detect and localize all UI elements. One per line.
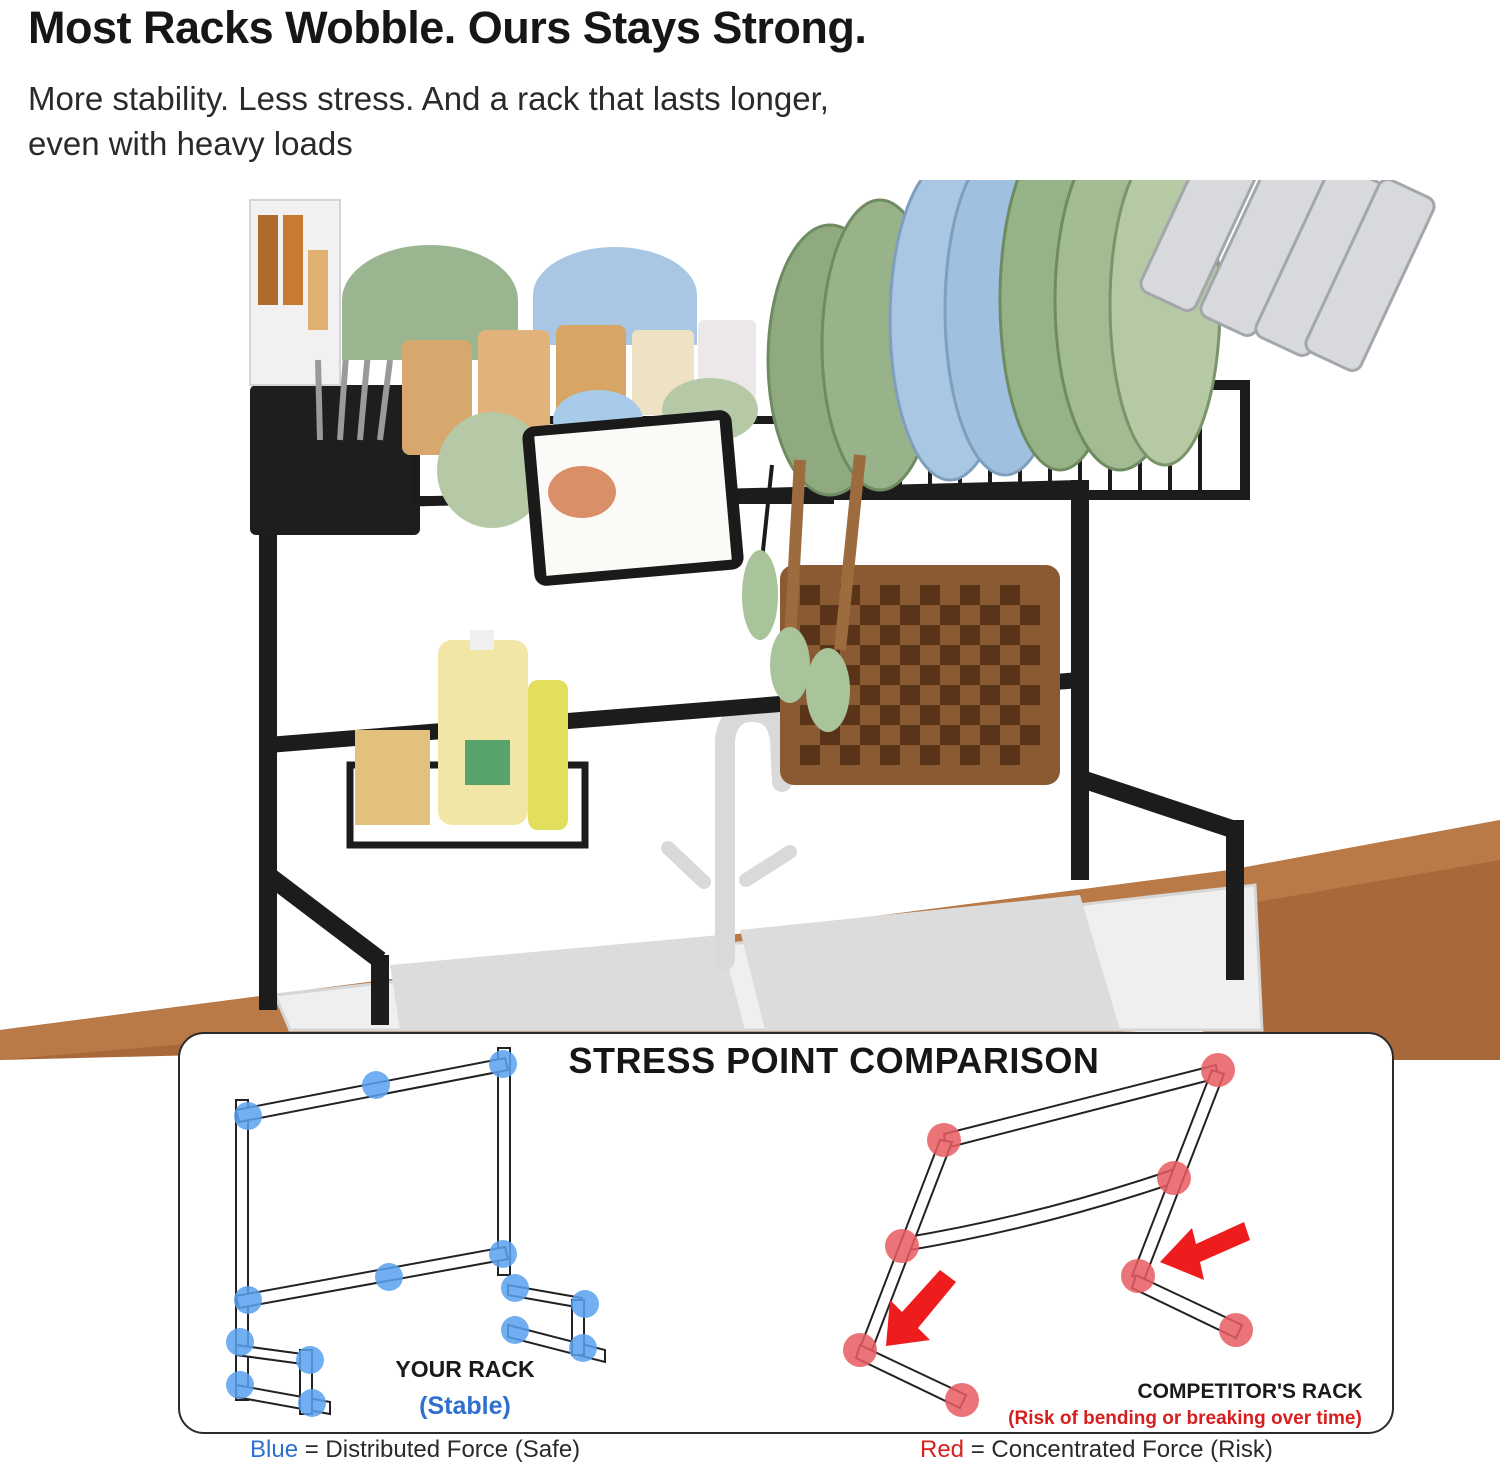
legend-red: Red = Concentrated Force (Risk)	[920, 1436, 1273, 1464]
spray-bottle	[528, 680, 568, 830]
headline: Most Racks Wobble. Ours Stays Strong.	[28, 2, 867, 53]
subheadline: More stability. Less stress. And a rack …	[28, 80, 829, 162]
stress-diagram	[226, 1047, 1253, 1417]
legend-blue-key: Blue	[250, 1436, 299, 1463]
soap-bottle	[438, 640, 528, 825]
legend-red-key: Red	[920, 1436, 965, 1463]
utensil-hangers	[742, 454, 866, 732]
product-photo	[0, 180, 1500, 1060]
legend-red-text: = Concentrated Force (Risk)	[964, 1436, 1273, 1463]
your-rack-stress-points	[226, 1050, 599, 1417]
your-rack-label: YOUR RACK	[395, 1356, 535, 1382]
your-rack-status: (Stable)	[419, 1392, 511, 1420]
faucet-icon	[661, 701, 797, 970]
glasses	[1139, 180, 1436, 372]
plates	[766, 180, 1222, 497]
force-arrow-icon	[886, 1222, 1250, 1346]
utensil-caddy	[250, 385, 420, 535]
competitor-rack-label: COMPETITOR'S RACK	[1137, 1380, 1363, 1403]
competitor-rack-status: (Risk of bending or breaking over time)	[1008, 1408, 1362, 1429]
tablet-icon	[522, 410, 744, 586]
legend-blue: Blue = Distributed Force (Safe)	[250, 1436, 580, 1464]
competitor-rack-stress-points	[843, 1053, 1253, 1417]
comparison-title: STRESS POINT COMPARISON	[568, 1040, 1100, 1081]
legend-blue-text: = Distributed Force (Safe)	[298, 1436, 581, 1463]
